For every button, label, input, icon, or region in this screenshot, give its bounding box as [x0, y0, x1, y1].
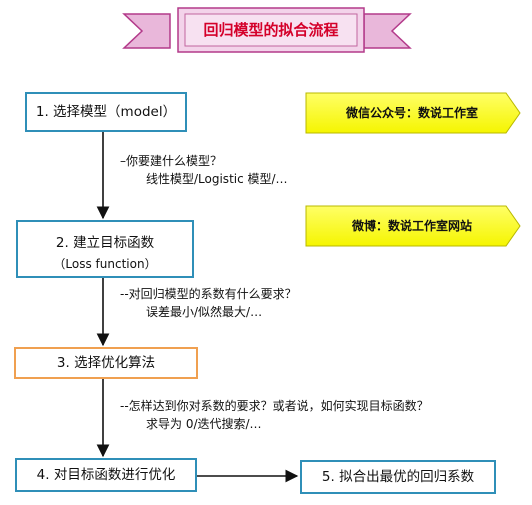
note-1-line-2: 线性模型/Logistic 模型/… [146, 172, 288, 186]
step-2-objective-function-box: 2. 建立目标函数 （Loss function） [16, 220, 194, 278]
step-3-optimization-algorithm-box: 3. 选择优化算法 [14, 347, 198, 379]
note-2-line-1: --对回归模型的系数有什么要求？ [120, 287, 297, 301]
step-5-fit-coefficients-box: 5. 拟合出最优的回归系数 [300, 460, 496, 494]
title-ribbon [122, 7, 412, 53]
step-1-select-model-box: 1. 选择模型（model） [25, 92, 187, 132]
step-4-optimize-box: 4. 对目标函数进行优化 [15, 458, 197, 492]
step-5-label: 5. 拟合出最优的回归系数 [321, 469, 475, 485]
step-1-label: 1. 选择模型（model） [35, 104, 177, 120]
note-2-line-2: 误差最小/似然最大/… [146, 305, 263, 319]
note-3-line-2: 求导为 0/迭代搜索/… [146, 417, 262, 431]
callout-wechat-shape [305, 92, 521, 134]
note-coefficient-question: --对回归模型的系数有什么要求？ 误差最小/似然最大/… [120, 285, 297, 321]
note-1-line-1: –你要建什么模型？ [120, 154, 223, 168]
step-3-label: 3. 选择优化算法 [56, 355, 156, 371]
title-ribbon-inner [184, 13, 358, 47]
callout-weibo-text: 微博：数说工作室网站 [351, 219, 472, 233]
note-method-question: --怎样达到你对系数的要求？或者说，如何实现目标函数？ 求导为 0/迭代搜索/… [120, 397, 429, 433]
step-2-label: 2. 建立目标函数 [55, 235, 155, 251]
step-4-label: 4. 对目标函数进行优化 [36, 467, 176, 483]
diagram-title: 回归模型的拟合流程 [203, 21, 339, 39]
callout-weibo-shape [305, 205, 521, 247]
title-ribbon-left-tail [122, 13, 171, 49]
note-3-line-1: --怎样达到你对系数的要求？或者说，如何实现目标函数？ [120, 399, 429, 413]
note-model-question: –你要建什么模型？ 线性模型/Logistic 模型/… [120, 152, 288, 188]
title-ribbon-right-tail [363, 13, 412, 49]
callout-wechat-text: 微信公众号：数说工作室 [345, 106, 478, 120]
step-2-sublabel: （Loss function） [53, 257, 157, 271]
